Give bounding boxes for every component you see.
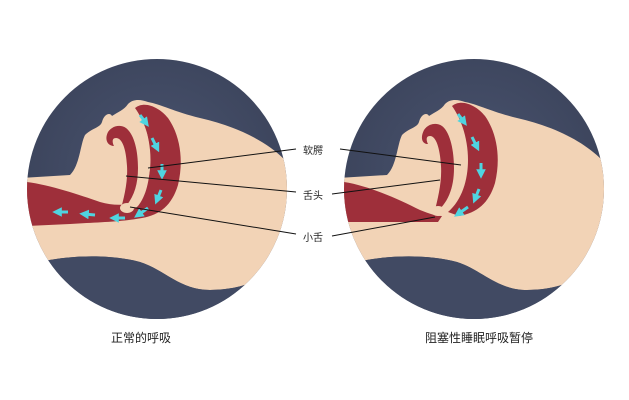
label-uvula: 小舌 xyxy=(303,233,323,244)
tongue-shape xyxy=(106,125,138,212)
uvula-shape xyxy=(431,206,445,216)
caption-normal-breathing: 正常的呼吸 xyxy=(111,331,172,345)
label-tongue: 舌头 xyxy=(303,191,323,202)
airflow-arrow-icon xyxy=(454,113,486,217)
leader-lines xyxy=(125,148,462,237)
tongue-shape xyxy=(421,123,454,214)
panel-normal-breathing xyxy=(27,59,287,319)
uvula-shape xyxy=(120,203,134,213)
airway-passage xyxy=(448,102,498,216)
caption-obstructive-sleep-apnea: 阻塞性睡眠呼吸暂停 xyxy=(425,331,534,345)
label-soft-palate: 软腭 xyxy=(303,146,323,157)
trachea-blocked xyxy=(344,182,442,222)
panel-obstructive-sleep-apnea xyxy=(344,59,604,319)
